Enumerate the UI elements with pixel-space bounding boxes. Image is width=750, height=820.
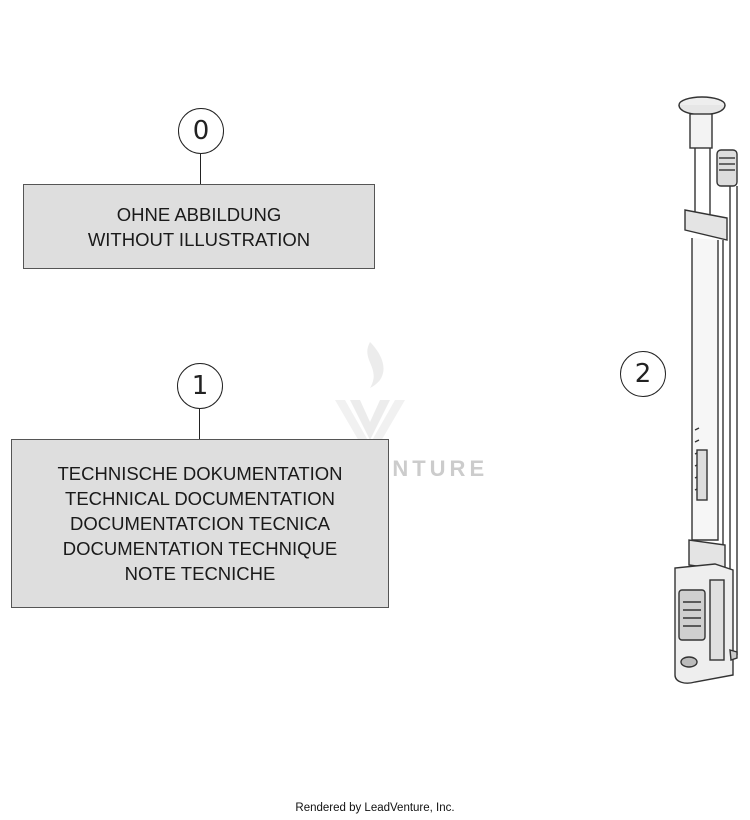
- tire-pressure-pump-icon: [674, 96, 738, 684]
- leader-line-0: [200, 154, 201, 184]
- label-box-technical-documentation: TECHNISCHE DOKUMENTATION TECHNICAL DOCUM…: [11, 439, 389, 608]
- box1-line2: TECHNICAL DOCUMENTATION: [65, 488, 335, 509]
- callout-2: 2: [620, 351, 666, 397]
- leader-line-1: [199, 409, 200, 440]
- callout-0: 0: [178, 108, 224, 154]
- footer-credit: Rendered by LeadVenture, Inc.: [295, 802, 455, 814]
- box1-line4: DOCUMENTATION TECHNIQUE: [62, 538, 338, 559]
- leadventure-watermark-logo: [335, 342, 405, 460]
- callout-1: 1: [177, 363, 223, 409]
- box0-line2: WITHOUT ILLUSTRATION: [87, 228, 311, 250]
- box1-line3: DOCUMENTATCION TECNICA: [69, 513, 331, 534]
- label-box-without-illustration: OHNE ABBILDUNG WITHOUT ILLUSTRATION: [23, 184, 375, 269]
- box1-line1: TECHNISCHE DOKUMENTATION: [57, 463, 343, 484]
- box0-line1: OHNE ABBILDUNG: [116, 203, 282, 225]
- box1-line5: NOTE TECNICHE: [124, 563, 276, 584]
